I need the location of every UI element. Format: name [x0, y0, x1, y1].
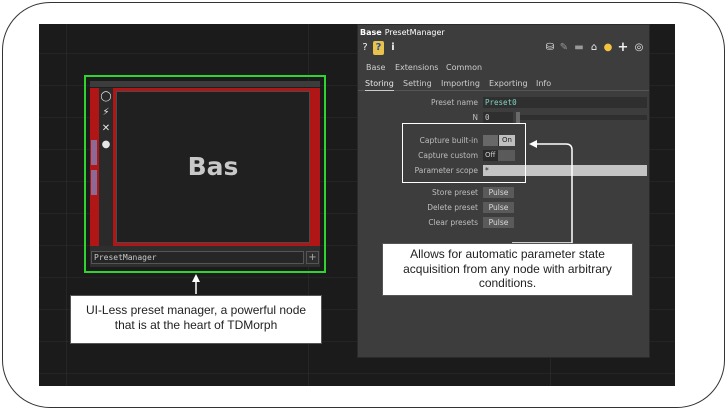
operator-type: Base: [360, 28, 382, 37]
tab-extensions[interactable]: Extensions: [395, 63, 439, 72]
param-delete-preset: Delete preset Pulse: [358, 202, 649, 213]
callout-line: Allows for automatic parameter state: [410, 247, 605, 261]
pulse-icon[interactable]: ⚡: [102, 107, 110, 118]
capture-custom-toggle[interactable]: Off: [483, 150, 515, 161]
target-icon[interactable]: ◎: [634, 42, 644, 53]
node-name-bar: PresetManager +: [90, 249, 320, 265]
param-label: Parameter scope: [414, 166, 478, 175]
capture-params-highlight: [402, 123, 526, 183]
node-selection-outline: [84, 75, 326, 273]
capture-description-callout: Allows for automatic parameter state acq…: [382, 243, 633, 296]
param-clear-presets: Clear presets Pulse: [358, 217, 649, 228]
node-description-callout: UI-Less preset manager, a powerful node …: [70, 295, 322, 344]
comment-icon[interactable]: ▬: [574, 42, 584, 53]
bomb-icon[interactable]: ●: [101, 139, 111, 150]
node-viewer[interactable]: Bas: [116, 91, 310, 243]
preset-name-field[interactable]: Preset0: [483, 97, 647, 108]
tab-setting[interactable]: Setting: [403, 79, 432, 88]
param-label: Delete preset: [427, 203, 478, 212]
param-capture-builtin: Capture built-in On: [358, 135, 649, 146]
capture-builtin-toggle[interactable]: On: [483, 135, 515, 146]
node-viewer-frame: Bas: [113, 88, 320, 246]
param-label: Clear presets: [428, 218, 478, 227]
circle-icon[interactable]: ◯: [100, 91, 112, 102]
callout-line: conditions.: [478, 276, 537, 290]
n-field[interactable]: 0: [483, 112, 513, 123]
panel-toolbar: ? ? i ⛁ ✎ ▬ ⌂ ● + ◎: [360, 41, 649, 55]
delete-preset-button[interactable]: Pulse: [483, 202, 514, 213]
preset-manager-node[interactable]: ◯ ⚡ ✕ ● Bas PresetManager +: [90, 81, 320, 267]
python-icon[interactable]: ●: [603, 42, 613, 53]
callout-line: acquisition from any node with arbitrary: [403, 261, 612, 276]
n-slider-track[interactable]: [516, 115, 647, 120]
callout-line: UI-Less preset manager, a powerful node: [85, 303, 307, 317]
toggle-value: On: [499, 135, 515, 146]
param-preset-name: Preset name Preset0: [358, 97, 649, 108]
operator-name[interactable]: PresetManager: [384, 28, 445, 37]
tab-importing[interactable]: Importing: [441, 79, 480, 88]
param-label: Capture built-in: [419, 136, 478, 145]
page-tabs: Base Extensions Common: [358, 61, 649, 74]
tab-common[interactable]: Common: [446, 63, 483, 72]
tab-exporting[interactable]: Exporting: [489, 79, 528, 88]
param-capture-custom: Capture custom Off: [358, 150, 649, 161]
database-icon[interactable]: ⛁: [545, 42, 555, 53]
param-store-preset: Store preset Pulse: [358, 187, 649, 198]
node-viewer-label: Bas: [187, 152, 239, 181]
store-preset-button[interactable]: Pulse: [483, 187, 514, 198]
output-connector[interactable]: [91, 170, 97, 195]
pencil-icon[interactable]: ✎: [559, 42, 569, 53]
param-n: N 0: [358, 112, 649, 123]
node-topbar: [90, 81, 320, 88]
tab-storing[interactable]: Storing: [365, 77, 394, 91]
param-label: Preset name: [430, 98, 478, 107]
toggle-knob: [483, 135, 498, 146]
toggle-knob: [498, 150, 515, 161]
tab-base[interactable]: Base: [366, 63, 386, 72]
tab-info[interactable]: Info: [536, 79, 552, 88]
node-flag-icons: ◯ ⚡ ✕ ●: [99, 88, 113, 246]
close-icon[interactable]: ✕: [101, 123, 111, 134]
input-connector[interactable]: [91, 140, 97, 165]
toggle-value: Off: [485, 151, 496, 159]
param-label: N: [472, 113, 478, 122]
python-help-icon[interactable]: ?: [373, 41, 384, 55]
paint-icon[interactable]: ⌂: [590, 42, 598, 53]
custom-page-tabs: Storing Setting Importing Exporting Info: [358, 77, 649, 91]
help-icon[interactable]: ?: [362, 42, 368, 53]
param-label: Capture custom: [418, 151, 478, 160]
node-name-field[interactable]: PresetManager: [91, 251, 304, 264]
node-add-button[interactable]: +: [306, 251, 319, 264]
n-slider-handle[interactable]: [516, 112, 520, 123]
node-sidebar: [90, 88, 99, 246]
info-icon[interactable]: i: [391, 42, 395, 53]
param-label: Store preset: [432, 188, 478, 197]
clear-presets-button[interactable]: Pulse: [483, 217, 514, 228]
callout-line: that is at the heart of TDMorph: [114, 317, 278, 332]
add-icon[interactable]: +: [617, 40, 629, 55]
